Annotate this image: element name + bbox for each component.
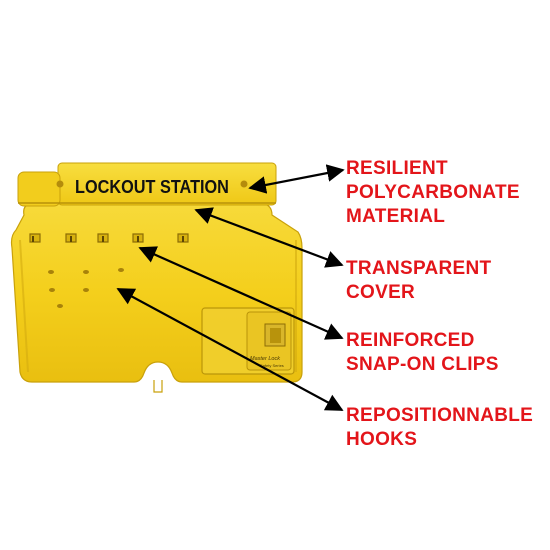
header-label: LOCKOUT STATION	[75, 176, 229, 197]
hook-hole	[83, 270, 89, 274]
callout-snap-on-clips: REINFORCED SNAP-ON CLIPS	[346, 329, 499, 377]
header-hole	[56, 180, 64, 188]
hook-hole	[49, 288, 55, 292]
hook-hole	[118, 268, 124, 272]
callout-polycarbonate-material: RESILIENT POLYCARBONATE MATERIAL	[346, 157, 520, 229]
hook-hole	[83, 288, 89, 292]
callout-transparent-cover: TRANSPARENT COVER	[346, 257, 491, 305]
header-rail	[17, 171, 61, 207]
arrow-hooks	[116, 288, 344, 411]
snap-on-clips	[29, 233, 189, 243]
callout-line: REPOSITIONNABLE	[346, 405, 534, 426]
clip-hook	[32, 236, 184, 242]
callout-repositionable-hooks: REPOSITIONNABLE HOOKS	[346, 404, 533, 452]
brand-mark: Master Lock	[250, 356, 280, 362]
hook-hole	[48, 270, 54, 274]
callout-line: TRANSPARENT	[346, 258, 492, 279]
mount-notch	[153, 380, 163, 393]
header-hole	[240, 180, 248, 188]
snap-on-clip	[29, 233, 41, 243]
callout-line: MATERIAL	[346, 206, 446, 227]
arrow-material	[248, 164, 345, 194]
callout-line: SNAP-ON CLIPS	[346, 354, 499, 375]
callout-line: POLYCARBONATE	[346, 182, 520, 203]
hook-hole	[57, 304, 63, 308]
callout-line: COVER	[346, 282, 416, 303]
callout-line: RESILIENT	[346, 158, 448, 179]
hook-holes	[48, 268, 124, 308]
callout-line: REINFORCED	[346, 330, 475, 351]
callout-line: HOOKS	[346, 429, 418, 450]
pocket-window-inner	[270, 328, 281, 343]
